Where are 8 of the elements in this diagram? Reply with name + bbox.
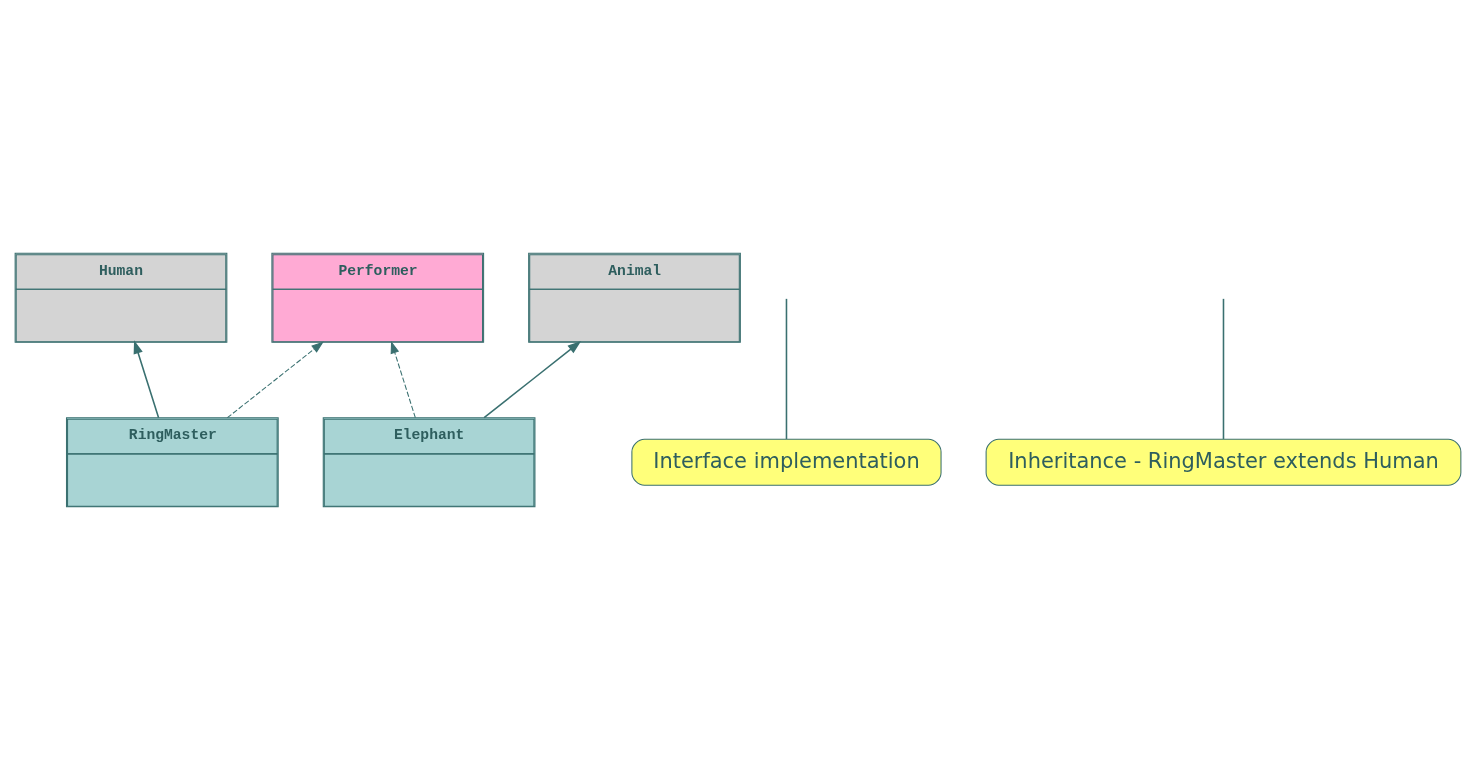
connector	[1222, 297, 1224, 440]
node-box: Interface implementation	[630, 438, 942, 486]
arrow	[390, 340, 416, 418]
arrow	[133, 339, 159, 418]
arrow	[226, 340, 324, 418]
node-box: Inheritance - RingMaster extends Human	[985, 438, 1461, 486]
connector	[785, 297, 787, 440]
arrow	[482, 340, 581, 418]
